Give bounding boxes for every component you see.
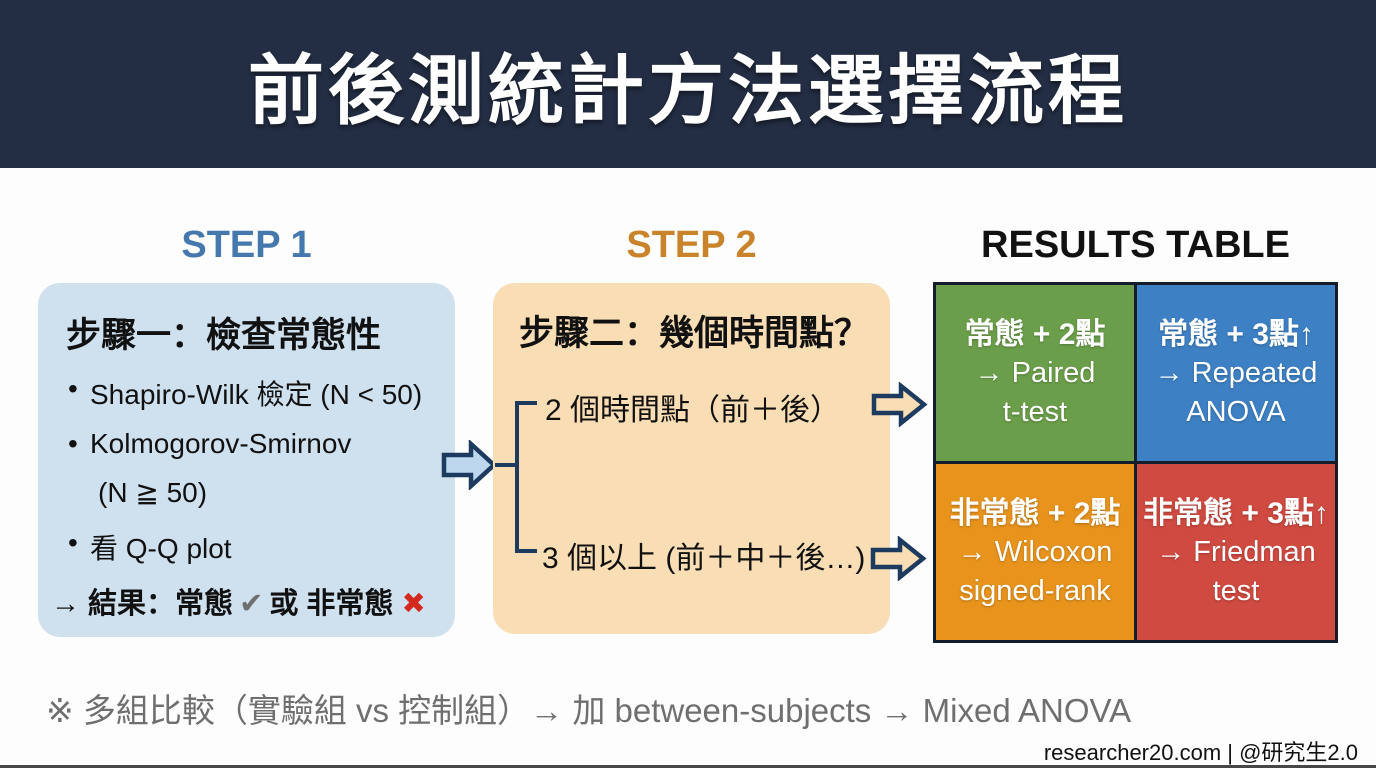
result-cell-method: → Paired xyxy=(974,356,1096,389)
page-title: 前後測統計方法選擇流程 xyxy=(248,49,1128,134)
flow-arrow-branch2-to-results-icon xyxy=(870,536,927,581)
step1-result-line: → 結果：常態✔或 非常態✖ xyxy=(51,580,426,622)
step2-box-title: 步驟二：幾個時間點？ xyxy=(519,314,870,353)
results-heading: RESULTS TABLE xyxy=(981,224,1290,266)
step1-result-prefix: → 結果：常態 xyxy=(51,588,234,620)
result-cell-repeated-anova: 常態 + 3點↑ → Repeated ANOVA xyxy=(1137,285,1335,461)
flow-arrow-branch1-to-results-icon xyxy=(871,382,928,427)
step1-bullet-shapiro: Shapiro-Wilk 檢定 (N < 50) xyxy=(68,373,422,413)
step2-branch2-label: 3 個以上 (前＋中＋後…) xyxy=(542,542,866,575)
step2-box: 步驟二：幾個時間點？ 2 個時間點（前＋後） 3 個以上 (前＋中＋後…) xyxy=(493,283,890,634)
branch-stub-top xyxy=(515,401,537,405)
result-cell-wilcoxon: 非常態 + 2點 → Wilcoxon signed-rank xyxy=(936,464,1134,640)
branch-connector-in xyxy=(495,463,517,467)
result-cell-friedman: 非常態 + 3點↑ → Friedman test xyxy=(1137,464,1335,640)
step1-bullet-ks-wrap: (N ≧ 50) xyxy=(98,477,208,508)
check-icon: ✔ xyxy=(239,588,264,620)
result-cell-method: → Friedman xyxy=(1156,535,1316,568)
result-cell-condition: 非常態 + 3點↑ xyxy=(1143,496,1329,530)
result-cell-condition: 常態 + 3點↑ xyxy=(1158,317,1314,351)
results-table: 常態 + 2點 → Paired t-test 常態 + 3點↑ → Repea… xyxy=(933,282,1338,643)
branch-stub-bottom xyxy=(515,549,537,553)
step1-box-title: 步驟一：檢查常態性 xyxy=(66,316,382,355)
header-band: 前後測統計方法選擇流程 xyxy=(0,0,1376,168)
step1-box: 步驟一：檢查常態性 Shapiro-Wilk 檢定 (N < 50) Kolmo… xyxy=(38,283,455,637)
result-cell-method2: t-test xyxy=(1002,395,1068,428)
result-cell-method2: ANOVA xyxy=(1186,395,1286,428)
branch-vertical-line xyxy=(515,401,519,553)
step2-heading: STEP 2 xyxy=(626,224,757,266)
result-cell-condition: 非常態 + 2點 xyxy=(949,496,1121,530)
result-cell-method2: signed-rank xyxy=(959,574,1111,607)
result-cell-method: → Repeated xyxy=(1154,356,1318,389)
result-cell-method2: test xyxy=(1212,574,1260,607)
result-cell-paired-ttest: 常態 + 2點 → Paired t-test xyxy=(936,285,1134,461)
mixed-anova-note: ※ 多組比較（實驗組 vs 控制組）→ 加 between-subjects →… xyxy=(46,692,1132,729)
step2-branch1-label: 2 個時間點（前＋後） xyxy=(545,394,841,427)
step1-bullet-qqplot: 看 Q-Q plot xyxy=(68,527,232,567)
step1-result-middle: 或 非常態 xyxy=(269,588,394,620)
bottom-edge-strip xyxy=(0,765,1376,768)
flow-arrow-step1-to-step2-icon xyxy=(441,440,498,490)
result-cell-method: → Wilcoxon xyxy=(957,535,1113,568)
step1-bullet-ks: Kolmogorov-Smirnov xyxy=(68,428,351,460)
cross-icon: ✖ xyxy=(401,588,426,620)
result-cell-condition: 常態 + 2點 xyxy=(964,317,1106,351)
step1-heading: STEP 1 xyxy=(181,224,312,266)
credit-text: researcher20.com | @研究生2.0 xyxy=(1043,740,1358,765)
